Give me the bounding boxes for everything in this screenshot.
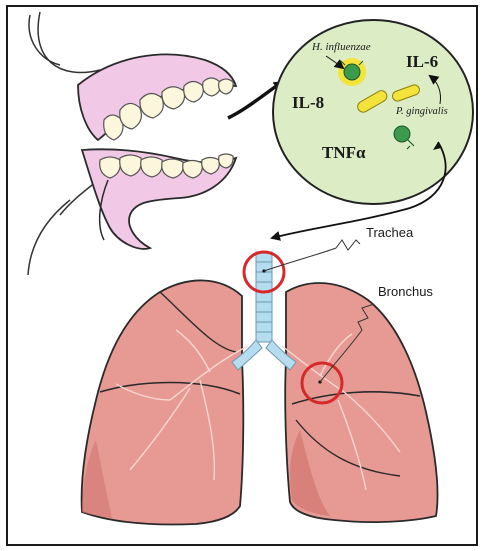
h-influenzae-label: H. influenzae bbox=[311, 41, 371, 53]
p-gingivalis-label: P. gingivalis bbox=[395, 106, 448, 117]
trachea-pointer-line bbox=[264, 240, 360, 271]
il8-label: IL-8 bbox=[292, 93, 324, 112]
bronchus-label: Bronchus bbox=[378, 284, 433, 299]
il6-label: IL-6 bbox=[406, 52, 438, 71]
trachea-label: Trachea bbox=[366, 225, 414, 240]
face-outline bbox=[29, 12, 100, 73]
h-influenzae-bacterium-icon bbox=[338, 58, 366, 86]
left-lung bbox=[82, 280, 244, 524]
tnfa-label: TNFα bbox=[322, 143, 366, 162]
